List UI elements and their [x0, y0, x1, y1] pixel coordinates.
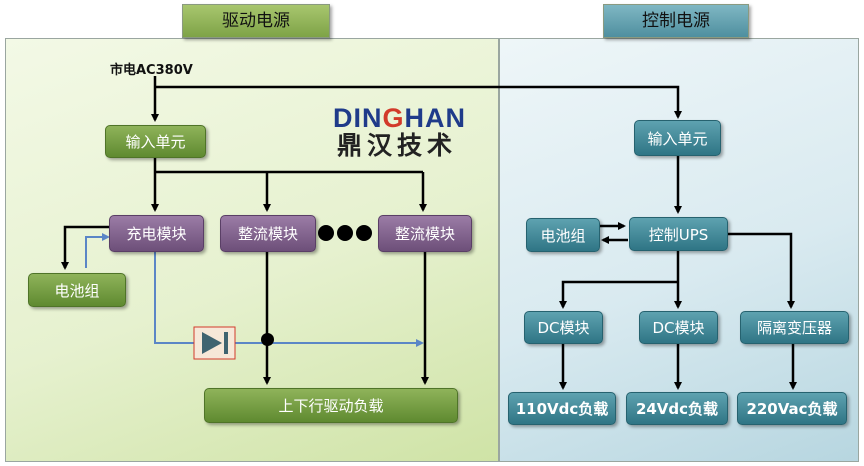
junction-dot: [261, 333, 274, 346]
charger-to-diode-blue: [154, 251, 194, 344]
load-220vac: 220Vac负载: [737, 392, 847, 425]
mains-input-label: 市电AC380V: [110, 63, 193, 78]
load-24vdc: 24Vdc负载: [626, 392, 728, 425]
ellipsis-dot-2: [337, 225, 353, 241]
mains-line-right: [155, 85, 682, 119]
control-ups: 控制UPS: [629, 217, 728, 251]
rectifier-module-1: 整流模块: [220, 215, 316, 252]
ups-to-transformer: [727, 232, 795, 309]
diode-icon: [193, 326, 236, 360]
drive-load: 上下行驱动负载: [204, 388, 458, 423]
rectifier-module-2: 整流模块: [378, 215, 472, 252]
dc-module-1: DC模块: [524, 311, 603, 344]
control-power-section-title: 控制电源: [603, 4, 749, 38]
control-battery-pack: 电池组: [526, 218, 600, 252]
charger-to-battery: [61, 225, 109, 270]
ups-to-dc1: [559, 280, 678, 309]
ellipsis-dot-1: [318, 225, 334, 241]
drive-input-unit: 输入单元: [105, 125, 206, 158]
isolation-transformer: 隔离变压器: [740, 311, 849, 344]
drive-power-section-title: 驱动电源: [182, 4, 330, 38]
load-110vdc: 110Vdc负载: [508, 392, 616, 425]
dc-module-2: DC模块: [639, 311, 718, 344]
battery-to-charger-blue: [85, 233, 110, 268]
drive-battery-pack: 电池组: [28, 273, 126, 307]
charger-module: 充电模块: [109, 215, 204, 252]
dinghan-logo: DINGHAN 鼎汉技术: [333, 103, 467, 160]
ellipsis-dot-3: [356, 225, 372, 241]
control-input-unit: 输入单元: [634, 120, 721, 156]
